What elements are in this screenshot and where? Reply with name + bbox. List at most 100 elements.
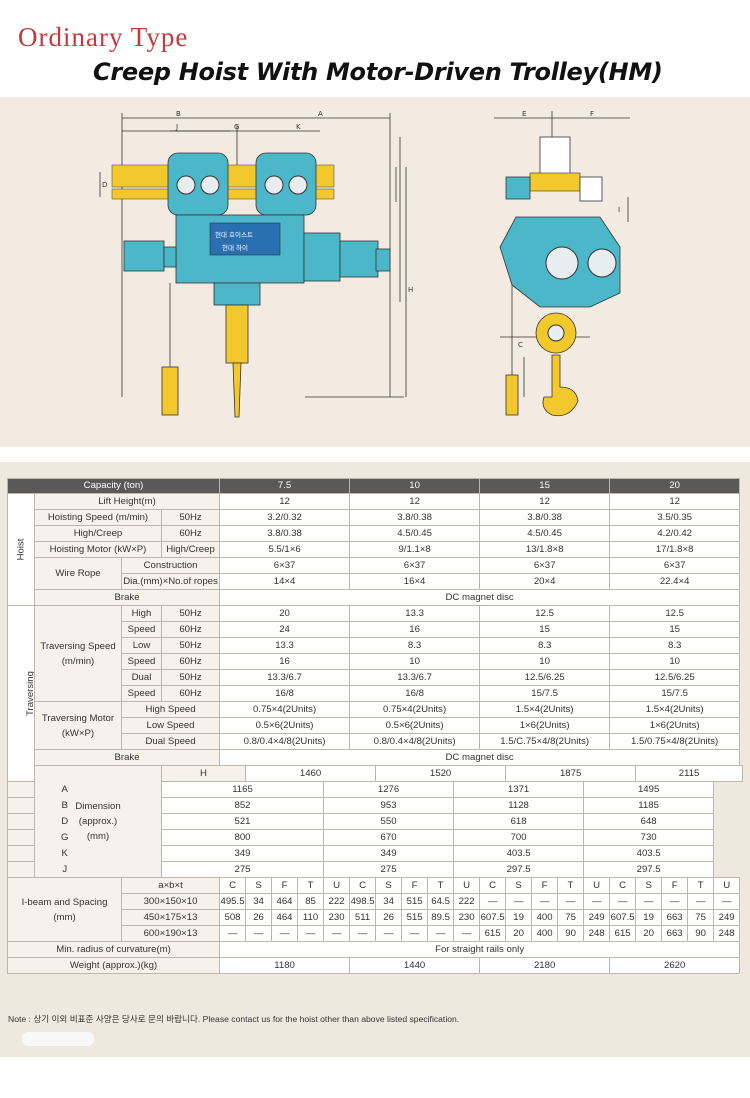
trav-dual-60-row: Speed 60Hz 16/8 16/8 15/7.5 15/7.5 [8, 685, 743, 702]
ibeam-cell: 26 [245, 909, 273, 926]
wire-rope-label: Wire Rope [34, 557, 122, 590]
table-cell: 12.5 [479, 605, 611, 622]
table-cell: 1460 [245, 765, 377, 782]
table-cell: 6×37 [609, 557, 741, 574]
trav-motor-low-row: Low Speed 0.5×6(2Units) 0.5×6(2Units) 1×… [8, 717, 743, 734]
ibeam-size: 450×175×13 [120, 909, 221, 926]
hoisting-motor-label: Hoisting Motor (kW×P) [34, 541, 162, 558]
ibeam-cell: 90 [557, 925, 585, 942]
ibeam-cell: — [479, 893, 507, 910]
weight-row: Weight (approx.)(kg) 1180 1440 2180 2620 [6, 957, 743, 974]
table-cell: 3.8/0.38 [219, 525, 351, 542]
capacity-20: 20 [609, 478, 741, 494]
ibeam-col-header: F [661, 877, 689, 894]
blurred-logo [22, 1032, 94, 1046]
table-cell: 16/8 [349, 685, 481, 702]
hoisting-speed-60-row: High/Creep 60Hz 3.8/0.38 4.5/0.45 4.5/0.… [8, 525, 743, 542]
dim-c-label: C [518, 341, 523, 349]
table-cell: 15 [609, 621, 741, 638]
table-cell: 3.2/0.32 [219, 509, 351, 526]
nameplate-line2: 현대 하이 [222, 243, 248, 252]
hz-label: 50Hz [160, 637, 221, 654]
high-speed-label: High Speed [120, 701, 221, 718]
table-cell: 1×6(2Units) [479, 717, 611, 734]
table-cell: 10 [609, 653, 741, 670]
table-cell: 3.5/0.35 [609, 509, 741, 526]
hz-label: 60Hz [160, 525, 221, 542]
table-cell: 1875 [505, 765, 637, 782]
table-cell: 20×4 [479, 573, 611, 590]
speed-label: Speed [121, 685, 162, 702]
hoist-group-label: Hoist [7, 493, 35, 606]
table-cell: 16 [219, 653, 351, 670]
dimension-key: H [160, 765, 247, 782]
ibeam-col-header: C [479, 877, 507, 894]
ibeam-col-header: S [375, 877, 403, 894]
ibeam-cell: — [375, 925, 403, 942]
table-cell: 0.8/0.4×4/8(2Units) [349, 733, 481, 750]
ibeam-cell: 663 [661, 909, 689, 926]
capacity-7-5: 7.5 [219, 478, 351, 494]
table-cell: 3.8/0.38 [479, 509, 611, 526]
dim-b-label: B [176, 110, 181, 118]
table-cell: 12 [609, 493, 741, 510]
table-cell: 403.5 [453, 845, 585, 862]
table-cell: 0.75×4(2Units) [349, 701, 481, 718]
ibeam-cell: — [219, 925, 247, 942]
ibeam-key-header: a×b×t [120, 877, 221, 894]
hoist-brake-row: Brake DC magnet disc [8, 589, 743, 606]
table-cell: 1.5/0.75×4/8(2Units) [609, 733, 741, 750]
ibeam-col-header: F [271, 877, 299, 894]
hoist-drawing-svg: B A J G K H D 현대 호이스트 현대 하이 [99, 110, 630, 418]
table-cell: 0.75×4(2Units) [219, 701, 351, 718]
hoisting-speed-label: Hoisting Speed (m/min) [34, 509, 162, 526]
table-cell: 1128 [453, 797, 585, 814]
trav-high-50-row: Traversing Traversing Speed(m/min) High … [7, 605, 743, 782]
table-cell: 4.5/0.45 [349, 525, 481, 542]
table-cell: 17/1.8×8 [609, 541, 741, 558]
table-cell: 5.5/1×6 [219, 541, 351, 558]
dim-e-label: E [522, 110, 526, 118]
brake-value: DC magnet disc [219, 749, 741, 766]
table-cell: 6×37 [349, 557, 481, 574]
ibeam-cell: — [427, 925, 455, 942]
table-cell: 550 [323, 813, 455, 830]
table-cell: 403.5 [583, 845, 715, 862]
ibeam-cell: — [713, 893, 741, 910]
ibeam-cell: 400 [531, 909, 559, 926]
capacity-15: 15 [479, 478, 611, 494]
ibeam-cell: — [609, 893, 637, 910]
ibeam-cell: 19 [635, 909, 663, 926]
dim-h-label: H [408, 286, 413, 294]
table-cell: 24 [219, 621, 351, 638]
table-cell: 1165 [160, 781, 325, 798]
speed-label: Speed [121, 653, 162, 670]
ibeam-cell: 90 [687, 925, 715, 942]
table-cell: 12 [219, 493, 351, 510]
hz-label: 60Hz [160, 685, 221, 702]
table-cell: 2180 [479, 957, 611, 974]
ibeam-header-row: I-beam and Spacing(mm) a×b×t C S F T U C… [7, 877, 743, 942]
ibeam-cell: 464 [271, 909, 299, 926]
wire-rope-dia-row: Dia.(mm)×No.of ropes 14×4 16×4 20×4 22.4… [8, 573, 743, 590]
ibeam-col-header: C [349, 877, 377, 894]
table-cell: 4.5/0.45 [479, 525, 611, 542]
dimension-row: J 275 275 297.5 297.5 [7, 861, 743, 878]
ibeam-cell: — [245, 925, 273, 942]
traversing-group-label: Traversing [7, 605, 35, 782]
table-cell: 349 [160, 845, 325, 862]
table-cell: 9/1.1×8 [349, 541, 481, 558]
table-cell: 1×6(2Units) [609, 717, 741, 734]
table-cell: 12.5/6.25 [479, 669, 611, 686]
technical-drawing: B A J G K H D 현대 호이스트 현대 하이 [0, 97, 750, 447]
ibeam-cell: — [557, 893, 585, 910]
table-cell: 1495 [583, 781, 715, 798]
table-cell: 670 [323, 829, 455, 846]
dia-label: Dia.(mm)×No.of ropes [120, 573, 221, 590]
ibeam-col-header: T [557, 877, 585, 894]
dimension-row: K 349 349 403.5 403.5 [7, 845, 743, 862]
hz-label: 50Hz [160, 509, 221, 526]
ibeam-cell: 20 [635, 925, 663, 942]
table-cell: 800 [160, 829, 325, 846]
ibeam-cell: 110 [297, 909, 325, 926]
